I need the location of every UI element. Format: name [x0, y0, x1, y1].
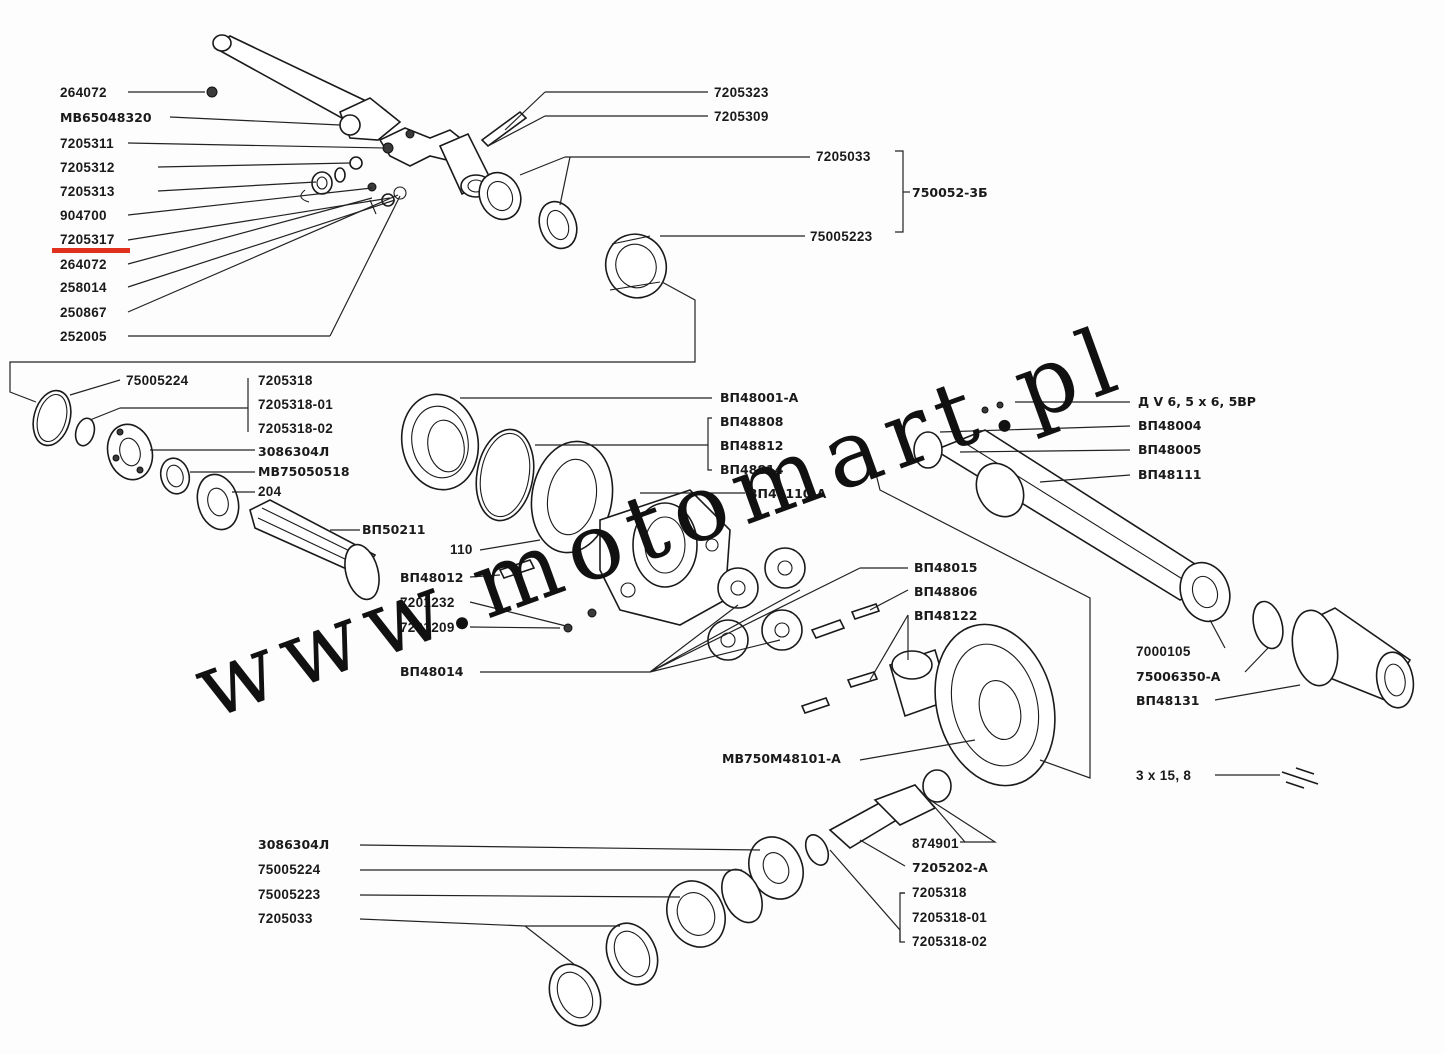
label-75005224-left: 75005224: [126, 373, 189, 388]
label-3086304l-b: 3086304Л: [258, 837, 329, 852]
label-75006350-a: 75006350-А: [1136, 669, 1221, 684]
label-7205318-01-b: 7205318-01: [912, 910, 987, 925]
label-vp48808: ВП48808: [720, 414, 783, 429]
label-75005223-b: 75005223: [258, 887, 321, 902]
label-7205318-02-b: 7205318-02: [912, 934, 987, 949]
label-75005224-b: 75005224: [258, 862, 321, 877]
label-264072-b: 264072: [60, 257, 107, 272]
ball-bearing-left: [106, 423, 154, 481]
label-7205202-a: 7205202-А: [912, 860, 988, 875]
part-labels: 264072 МВ65048320 7205311 7205312 720531…: [60, 85, 1256, 949]
spur-gear-vp48001: [400, 393, 480, 491]
ball-bearing-204: [196, 473, 240, 531]
highlight-underline: [52, 248, 130, 253]
bearing-110: [530, 440, 614, 554]
ring-gear-mb750m48101: [934, 623, 1056, 787]
seal-ring-second: [538, 200, 578, 250]
label-7205318-b: 7205318: [912, 885, 967, 900]
bottom-pinion-shaft: [828, 769, 952, 849]
label-252005: 252005: [60, 329, 107, 344]
label-7205318-02-a: 7205318-02: [258, 421, 333, 436]
label-mb75050518: МВ75050518: [258, 464, 350, 479]
o-ring-large: [32, 389, 72, 447]
label-mb65048320: МВ65048320: [60, 110, 152, 125]
label-vp48111: ВП48111: [1138, 467, 1201, 482]
label-264072-a: 264072: [60, 85, 107, 100]
bottom-bearing-cup: [666, 880, 726, 948]
label-vp48110-a: ВП48110-А: [748, 486, 827, 501]
o-ring-center: [475, 428, 535, 522]
label-7205312: 7205312: [60, 160, 115, 175]
label-258014: 258014: [60, 280, 107, 295]
label-904700: 904700: [60, 208, 107, 223]
leader-lines: [9, 91, 1301, 966]
differential-carrier: [599, 489, 731, 626]
pins-3x15: [1281, 767, 1319, 789]
label-vp48814: ВП48814: [720, 462, 784, 477]
bottom-o-ring: [721, 834, 830, 924]
label-3086304l-a: 3086304Л: [258, 444, 329, 459]
label-7205318-a: 7205318: [258, 373, 313, 388]
axle-shaft-vp48111: [933, 429, 1222, 601]
label-75005223-top: 75005223: [810, 229, 873, 244]
label-750052-3b: 750052-3Б: [912, 185, 988, 200]
label-vp48812: ВП48812: [720, 438, 783, 453]
seal-ring-7205033: [478, 171, 522, 221]
label-7205313: 7205313: [60, 184, 115, 199]
label-7205323: 7205323: [714, 85, 769, 100]
label-7205311: 7205311: [60, 136, 114, 151]
small-pins-bolts: [498, 559, 881, 714]
spacer-sleeve: [159, 457, 191, 495]
label-vp50211: ВП50211: [362, 522, 425, 537]
label-204: 204: [258, 484, 282, 499]
drive-shaft-tube: [212, 34, 402, 141]
splined-pinion-shaft: [249, 499, 380, 601]
seal-75006350: [1252, 600, 1284, 650]
label-250867: 250867: [60, 305, 107, 320]
label-vp48806: ВП48806: [914, 584, 978, 599]
label-vp48131: ВП48131: [1136, 693, 1199, 708]
circlip-vp48004: [913, 401, 1004, 469]
label-7205033-top: 7205033: [816, 149, 871, 164]
label-vp48004: ВП48004: [1138, 418, 1202, 433]
label-7201209: 7201209: [400, 620, 455, 635]
label-3x15-8: 3 x 15, 8: [1136, 768, 1191, 783]
label-vp48015: ВП48015: [914, 560, 977, 575]
bottom-ring-b: [548, 963, 602, 1027]
label-874901: 874901: [912, 836, 959, 851]
label-7205317: 7205317: [60, 232, 115, 247]
label-mb750m48101-a: МВ750М48101-А: [722, 751, 841, 766]
differential-pinions: [707, 547, 806, 661]
label-dv-6-5: Д V 6, 5 x 6, 5ВР: [1138, 394, 1256, 409]
label-7205309: 7205309: [714, 109, 769, 124]
label-vp48001-a: ВП48001-А: [720, 390, 799, 405]
bearing-cup-75005223: [604, 233, 668, 299]
ring-small: [74, 417, 96, 447]
bearing-7000105: [1179, 561, 1231, 623]
label-vp48014: ВП48014: [400, 664, 464, 679]
label-7000105: 7000105: [1136, 644, 1191, 659]
label-vp48005: ВП48005: [1138, 442, 1201, 457]
label-7201232: 7201232: [400, 595, 455, 610]
label-7205318-01-a: 7205318-01: [258, 397, 333, 412]
label-vp48122: ВП48122: [914, 608, 977, 623]
label-vp48012: ВП48012: [400, 570, 463, 585]
hub-gear-vp48131: [1291, 607, 1415, 709]
label-110: 110: [450, 542, 473, 557]
label-7205033-b: 7205033: [258, 911, 313, 926]
bottom-ring-a: [605, 922, 659, 986]
